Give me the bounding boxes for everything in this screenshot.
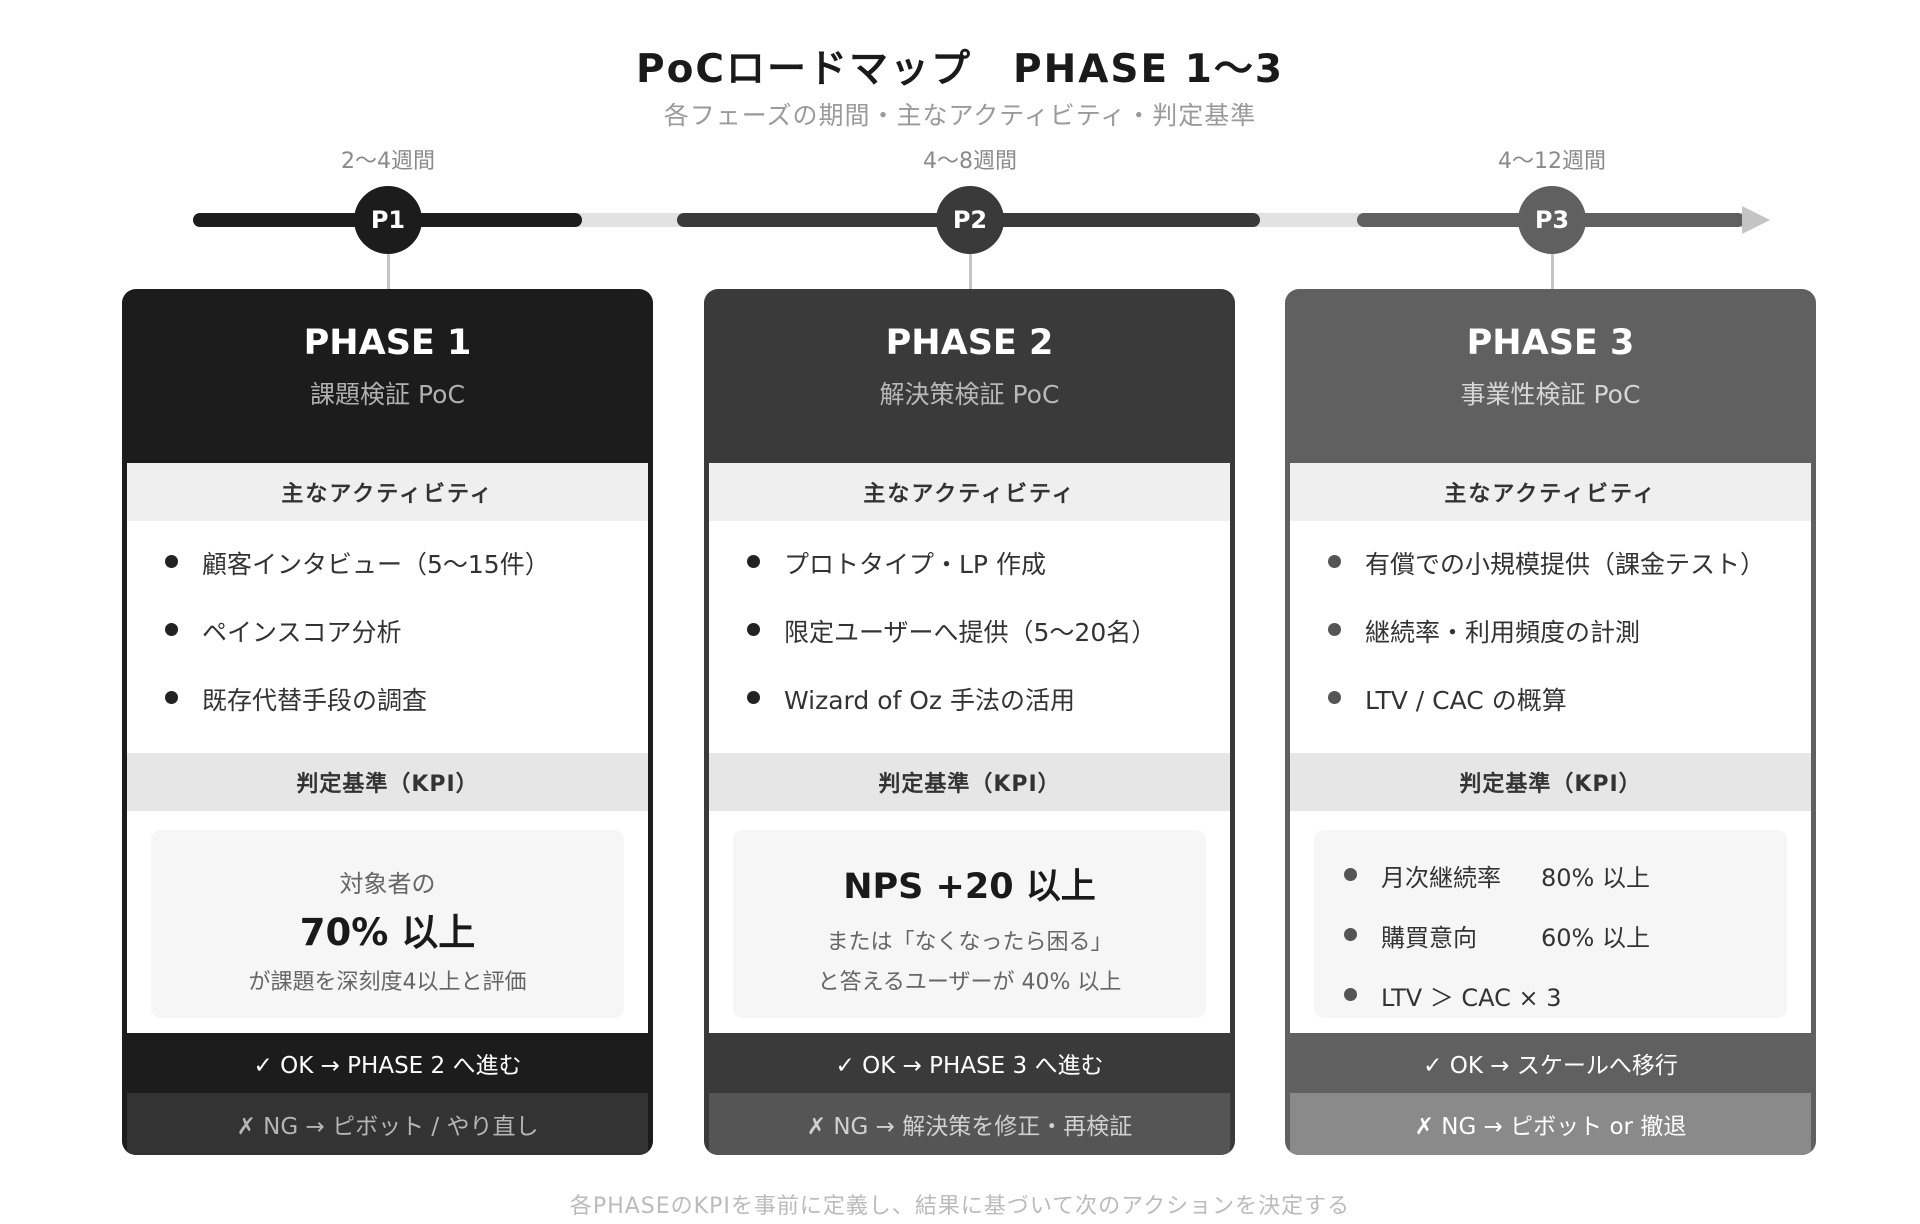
kpi-item-label: 月次継続率 <box>1381 864 1501 892</box>
timeline-arrow-icon <box>1742 206 1770 234</box>
activities-heading: 主なアクティビティ <box>1290 463 1811 521</box>
list-item: ペインスコア分析 <box>165 613 550 681</box>
phase-subtitle: 事業性検証 PoC <box>1460 380 1641 409</box>
list-item: LTV / CAC の概算 <box>1328 681 1765 749</box>
activity-text: Wizard of Oz 手法の活用 <box>784 686 1076 715</box>
kpi-main-value: 70% 以上 <box>299 911 476 954</box>
phase-card-header: PHASE 1 課題検証 PoC <box>122 289 653 463</box>
activity-text: 継続率・利用頻度の計測 <box>1365 618 1641 647</box>
kpi-item: LTV ＞ CAC × 3 <box>1344 978 1562 1013</box>
kpi-item-label: LTV ＞ CAC × 3 <box>1381 984 1562 1012</box>
kpi-item-value: 80% 以上 <box>1541 864 1650 892</box>
bullet-icon <box>1328 623 1341 636</box>
activity-text: プロトタイプ・LP 作成 <box>784 550 1046 579</box>
kpi-line1: 対象者の <box>339 870 436 898</box>
connector-p1 <box>387 254 390 290</box>
kpi-line2: が課題を深刻度4以上と評価 <box>248 970 527 995</box>
activities-heading: 主なアクティビティ <box>127 463 648 521</box>
list-item: 継続率・利用頻度の計測 <box>1328 613 1765 681</box>
list-item: 限定ユーザーへ提供（5〜20名） <box>747 613 1156 681</box>
bullet-icon <box>1344 928 1357 941</box>
phase-card-2: PHASE 2 解決策検証 PoC 主なアクティビティ プロトタイプ・LP 作成… <box>704 289 1235 1155</box>
phase-card-3: PHASE 3 事業性検証 PoC 主なアクティビティ 有償での小規模提供（課金… <box>1285 289 1816 1155</box>
list-item: 有償での小規模提供（課金テスト） <box>1328 545 1765 613</box>
phase-subtitle: 課題検証 PoC <box>310 380 465 409</box>
list-item: 顧客インタビュー（5〜15件） <box>165 545 550 613</box>
bullet-icon <box>747 555 760 568</box>
list-item: プロトタイプ・LP 作成 <box>747 545 1156 613</box>
kpi-heading: 判定基準（KPI） <box>1290 753 1811 811</box>
activity-text: LTV / CAC の概算 <box>1365 686 1567 715</box>
phase-subtitle: 解決策検証 PoC <box>879 380 1060 409</box>
bullet-icon <box>747 691 760 704</box>
activity-text: 有償での小規模提供（課金テスト） <box>1365 550 1766 579</box>
bullet-icon <box>165 555 178 568</box>
ng-action: ✗ NG → 解決策を修正・再検証 <box>709 1093 1230 1155</box>
timeline: 2〜4週間 4〜8週間 4〜12週間 P1 P2 P3 <box>0 0 1920 300</box>
activities-list: プロトタイプ・LP 作成 限定ユーザーへ提供（5〜20名） Wizard of … <box>747 545 1156 749</box>
activity-text: 顧客インタビュー（5〜15件） <box>202 550 550 579</box>
bullet-icon <box>1344 868 1357 881</box>
ok-action: ✓ OK → スケールへ移行 <box>1290 1033 1811 1093</box>
bullet-icon <box>1328 691 1341 704</box>
kpi-box: NPS +20 以上 または「なくなったら困る」 と答えるユーザーが 40% 以… <box>733 830 1206 1018</box>
kpi-item: 月次継続率 80% 以上 <box>1344 858 1650 893</box>
kpi-line1: または「なくなったら困る」 <box>826 930 1113 955</box>
kpi-item: 購買意向 60% 以上 <box>1344 918 1650 953</box>
phase-card-body: 主なアクティビティ 有償での小規模提供（課金テスト） 継続率・利用頻度の計測 L… <box>1290 463 1811 1033</box>
kpi-line2: と答えるユーザーが 40% 以上 <box>817 970 1122 995</box>
phase-card-header: PHASE 3 事業性検証 PoC <box>1285 289 1816 463</box>
phase-title: PHASE 2 <box>885 323 1054 363</box>
bullet-icon <box>1328 555 1341 568</box>
kpi-item-label: 購買意向 <box>1381 924 1477 952</box>
list-item: Wizard of Oz 手法の活用 <box>747 681 1156 749</box>
kpi-heading: 判定基準（KPI） <box>709 753 1230 811</box>
bullet-icon <box>165 691 178 704</box>
bullet-icon <box>165 623 178 636</box>
kpi-box: 対象者の 70% 以上 が課題を深刻度4以上と評価 <box>151 830 624 1018</box>
activities-heading: 主なアクティビティ <box>709 463 1230 521</box>
duration-p2: 4〜8週間 <box>923 149 1017 174</box>
timeline-node-p1: P1 <box>354 186 422 254</box>
activities-list: 有償での小規模提供（課金テスト） 継続率・利用頻度の計測 LTV / CAC の… <box>1328 545 1765 749</box>
page-subtitle: 各フェーズの期間・主なアクティビティ・判定基準 <box>663 101 1257 130</box>
duration-p3: 4〜12週間 <box>1498 149 1606 174</box>
activity-text: ペインスコア分析 <box>202 618 402 647</box>
activity-text: 既存代替手段の調査 <box>202 686 428 715</box>
ng-action: ✗ NG → ピボット or 撤退 <box>1290 1093 1811 1155</box>
footer-note: 各PHASEのKPIを事前に定義し、結果に基づいて次のアクションを決定する <box>569 1194 1351 1219</box>
phase-title: PHASE 1 <box>303 323 472 363</box>
phase-title: PHASE 3 <box>1466 323 1635 363</box>
phase-card-body: 主なアクティビティ 顧客インタビュー（5〜15件） ペインスコア分析 既存代替手… <box>127 463 648 1033</box>
bullet-icon <box>747 623 760 636</box>
phase-card-body: 主なアクティビティ プロトタイプ・LP 作成 限定ユーザーへ提供（5〜20名） … <box>709 463 1230 1033</box>
phase-card-1: PHASE 1 課題検証 PoC 主なアクティビティ 顧客インタビュー（5〜15… <box>122 289 653 1155</box>
bullet-icon <box>1344 988 1357 1001</box>
ng-action: ✗ NG → ピボット / やり直し <box>127 1093 648 1155</box>
kpi-box: 月次継続率 80% 以上 購買意向 60% 以上 LTV ＞ CAC × 3 <box>1314 830 1787 1018</box>
connector-p2 <box>969 254 972 290</box>
timeline-node-p2: P2 <box>936 186 1004 254</box>
duration-p1: 2〜4週間 <box>341 149 435 174</box>
page-title: PoCロードマップ PHASE 1〜3 <box>636 47 1284 92</box>
timeline-node-p3: P3 <box>1518 186 1586 254</box>
kpi-item-value: 60% 以上 <box>1541 924 1650 952</box>
list-item: 既存代替手段の調査 <box>165 681 550 749</box>
ok-action: ✓ OK → PHASE 2 へ進む <box>127 1033 648 1093</box>
phase-card-header: PHASE 2 解決策検証 PoC <box>704 289 1235 463</box>
connector-p3 <box>1551 254 1554 290</box>
activities-list: 顧客インタビュー（5〜15件） ペインスコア分析 既存代替手段の調査 <box>165 545 550 749</box>
kpi-heading: 判定基準（KPI） <box>127 753 648 811</box>
activity-text: 限定ユーザーへ提供（5〜20名） <box>784 618 1157 647</box>
ok-action: ✓ OK → PHASE 3 へ進む <box>709 1033 1230 1093</box>
kpi-main-value: NPS +20 以上 <box>843 867 1096 907</box>
